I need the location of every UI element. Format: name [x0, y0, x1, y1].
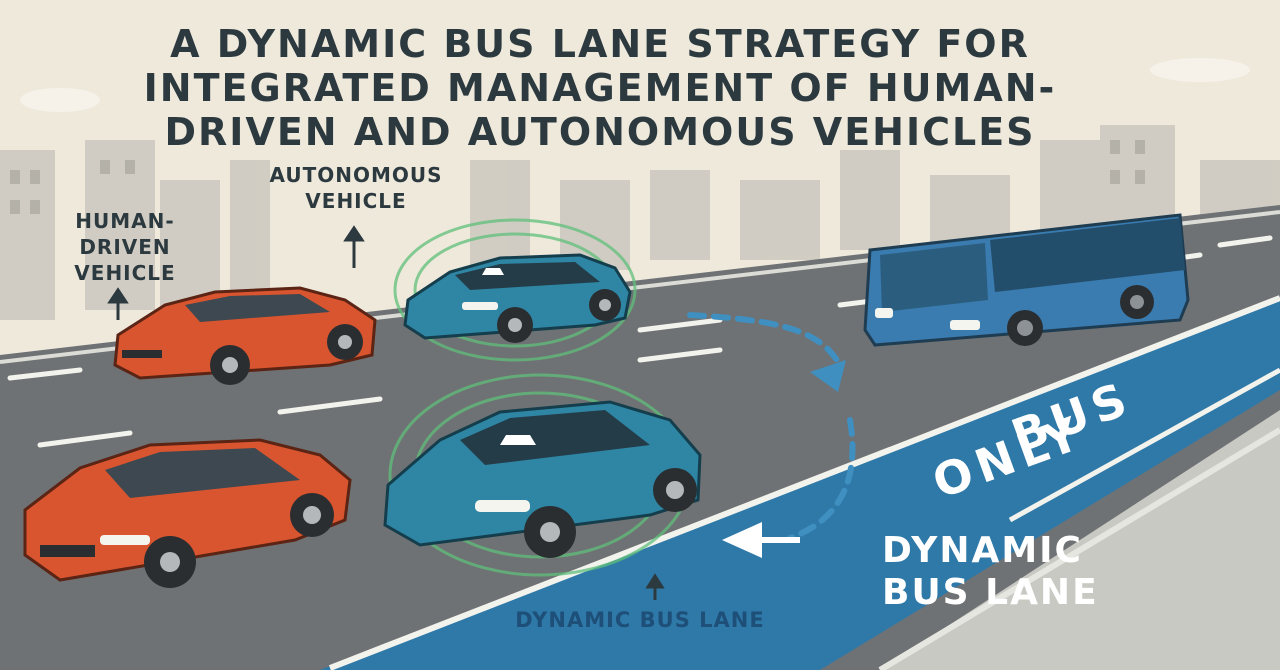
autonomous-car-icon	[482, 268, 504, 275]
dynamic-bus-lane-label: DYNAMIC BUS LANE	[515, 608, 765, 632]
autonomous-vehicle-label: AUTONOMOUS VEHICLE	[269, 163, 443, 213]
page-title: A DYNAMIC BUS LANE STRATEGY FOR INTEGRAT…	[143, 22, 1057, 154]
bus	[863, 213, 1190, 347]
lane-markings	[7, 235, 1273, 448]
autonomous-car-2	[383, 400, 702, 558]
city-skyline	[0, 125, 1280, 320]
dynamic-bus-lane-large-label: DYNAMIC BUS LANE	[882, 530, 1099, 613]
lane-arrow-head	[722, 522, 762, 558]
pointer-arrows	[107, 225, 665, 600]
cloud	[20, 58, 1250, 112]
autonomous-car-1	[403, 253, 632, 343]
merge-arrow	[687, 312, 856, 541]
sidewalk	[880, 410, 1280, 670]
human-driven-car-1	[113, 286, 377, 385]
bus-lane-edge	[328, 295, 1280, 670]
building-windows	[10, 140, 1145, 214]
merge-arrow-head	[810, 360, 846, 392]
human-driven-vehicle-label: HUMAN-DRIVEN VEHICLE	[74, 209, 176, 285]
curb	[878, 427, 1280, 670]
autonomous-car-icon	[500, 435, 536, 445]
human-driven-car-2	[23, 438, 352, 588]
bus-lane-edge-right	[1008, 367, 1280, 523]
